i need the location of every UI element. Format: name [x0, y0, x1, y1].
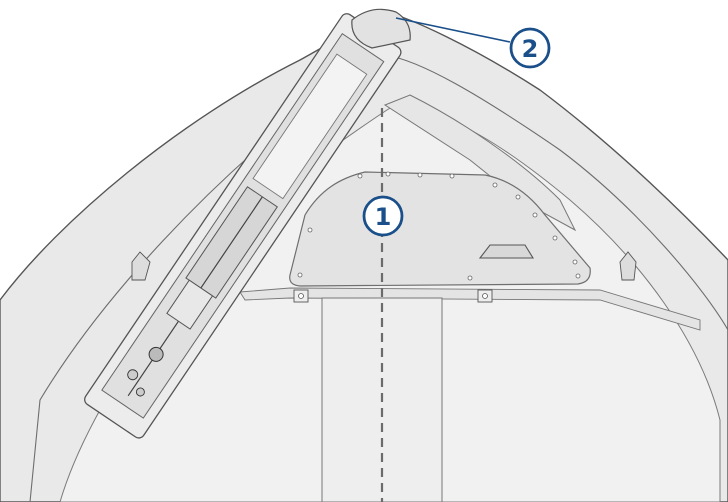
hatch-handle [478, 244, 534, 259]
trolling-motor [84, 13, 402, 439]
bow-tip [351, 8, 411, 49]
hatch-screws [297, 171, 581, 281]
callout-2-circle [509, 27, 551, 69]
deck-crossbeam [239, 287, 701, 331]
callout-2: 2 [509, 27, 551, 69]
cleat-right [619, 251, 637, 281]
callout-2-number: 2 [522, 35, 539, 63]
callout-2-leader [395, 17, 511, 43]
callout-1-circle [362, 195, 404, 237]
callout-1-number: 1 [375, 203, 392, 231]
cleat-left [131, 251, 151, 281]
callout-1: 1 [362, 195, 404, 237]
